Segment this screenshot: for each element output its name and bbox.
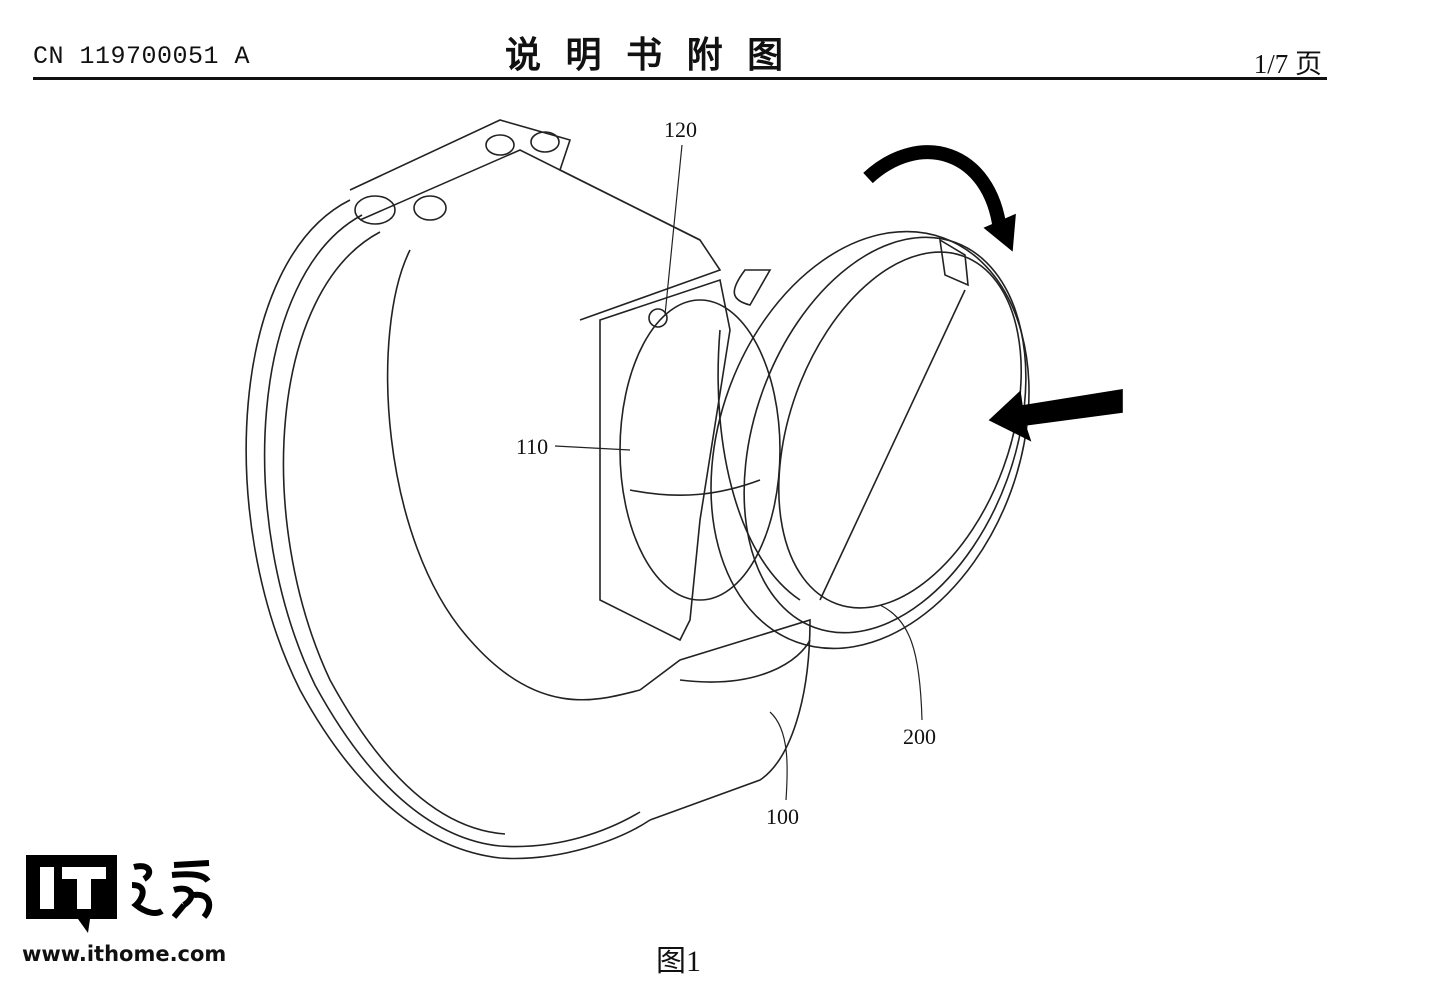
leader-lines xyxy=(554,144,923,801)
ithome-logo xyxy=(26,855,213,933)
press-arrow-icon xyxy=(988,389,1123,442)
ref-label-110: 110 xyxy=(516,434,549,459)
rotate-arrow-icon xyxy=(863,145,1016,252)
watch-band xyxy=(245,119,811,860)
page-number: 1/7 页 xyxy=(1253,49,1322,79)
sensor-module xyxy=(619,299,781,601)
ref-label-100: 100 xyxy=(766,804,799,829)
ref-label-120: 120 xyxy=(664,117,697,142)
ref-label-200: 200 xyxy=(903,724,936,749)
watermark-url: www.ithome.com xyxy=(22,942,227,966)
watch-body xyxy=(710,230,1030,650)
figure-caption: 图1 xyxy=(656,945,701,978)
publication-number: CN 119700051 A xyxy=(33,42,251,71)
header-divider xyxy=(33,77,1327,80)
page-title: 说 明 书 附 图 xyxy=(505,35,790,76)
